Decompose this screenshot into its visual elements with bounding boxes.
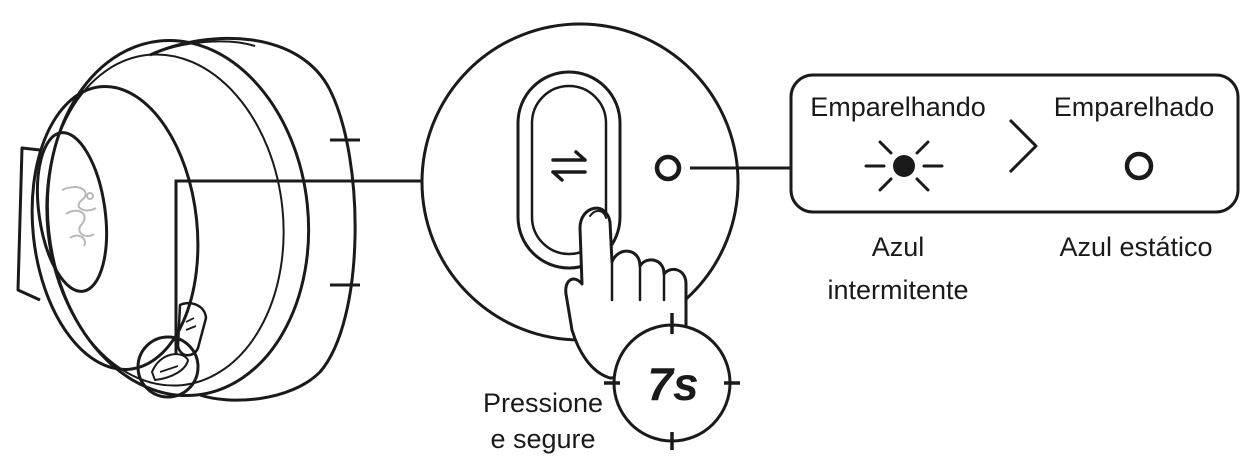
blinking-label-line-1: Azul (872, 232, 925, 262)
timer-label: 7s (647, 358, 698, 410)
pairing-label: Emparelhando (810, 92, 986, 122)
pairing-button[interactable] (516, 70, 622, 270)
timer-badge: 7s (604, 313, 740, 450)
status-panel: Emparelhando Emparelhado (789, 73, 1240, 214)
blinking-light-icon (864, 140, 944, 192)
blinking-label-line-2: intermitente (827, 275, 968, 305)
razer-logo-icon (61, 186, 97, 247)
static-light-ring-icon (1124, 151, 1154, 181)
bidirectional-arrows-icon (551, 150, 587, 182)
callout-line (174, 179, 430, 355)
paired-label: Emparelhado (1054, 92, 1215, 122)
instruction-line-2: e segure (490, 424, 595, 454)
chevron-right-icon (1008, 118, 1038, 174)
instruction-line-1: Pressione (483, 388, 603, 418)
headset-earcup (16, 36, 360, 402)
static-label: Azul estático (1059, 232, 1212, 262)
led-ring-icon (654, 154, 682, 182)
